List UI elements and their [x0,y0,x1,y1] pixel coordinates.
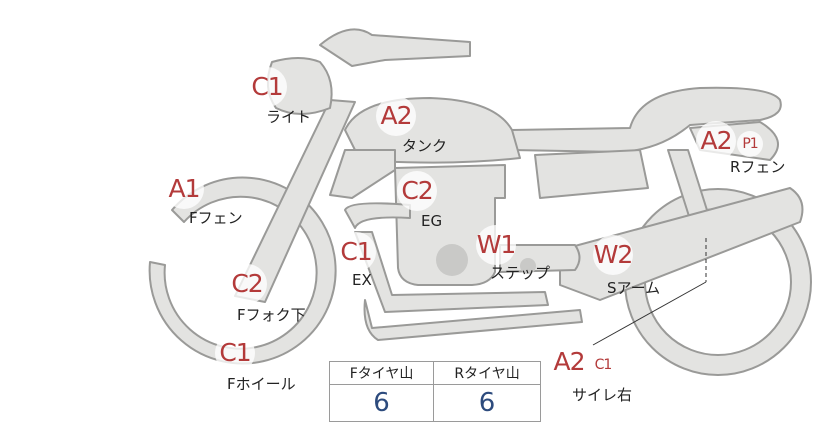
tank-grade-badge: A2 [376,96,416,136]
light-grade-badge: C1 [247,67,287,107]
front-fender-label: Fフェン [189,209,243,227]
fork-shape [234,99,356,303]
muffler-right-sub-grade-badge: C1 [590,352,616,378]
front-tire-value: 6 [328,384,435,422]
exhaust-label: EX [352,271,372,289]
muffler-right-label: サイレ右 [572,386,633,404]
front-wheel-grade-badge: C1 [215,333,255,373]
front-tire-header: Fタイヤ山 [328,361,435,385]
rear-fender-label: Rフェン [730,158,786,176]
front-fork-grade-badge: C2 [227,264,267,304]
rear-tire-header: Rタイヤ山 [433,361,541,385]
step-grade-badge: W1 [476,225,516,265]
front-wheel-label: Fホイール [227,375,296,393]
seat-shape [511,86,782,153]
front-fork-label: Fフォク下 [237,306,306,324]
swingarm-grade-badge: W2 [593,235,633,275]
engine-grade-badge: C2 [397,171,437,211]
rear-fender-grade-badge: A2 [696,121,736,161]
swingarm-label: Sアーム [607,279,661,297]
muffler-right-grade-badge: A2 [549,342,589,382]
front-fender-grade-badge: A1 [164,169,204,209]
engine-label: EG [421,212,443,230]
rear-tire-value: 6 [433,384,541,422]
exhaust-grade-badge: C1 [336,232,376,272]
rear-fender-sub-grade-badge: P1 [737,131,763,157]
tire-tread-table: Fタイヤ山 Rタイヤ山 6 6 [328,361,541,422]
light-label: ライト [266,108,312,126]
tank-label: タンク [402,137,448,155]
step-label: ステップ [490,264,551,282]
